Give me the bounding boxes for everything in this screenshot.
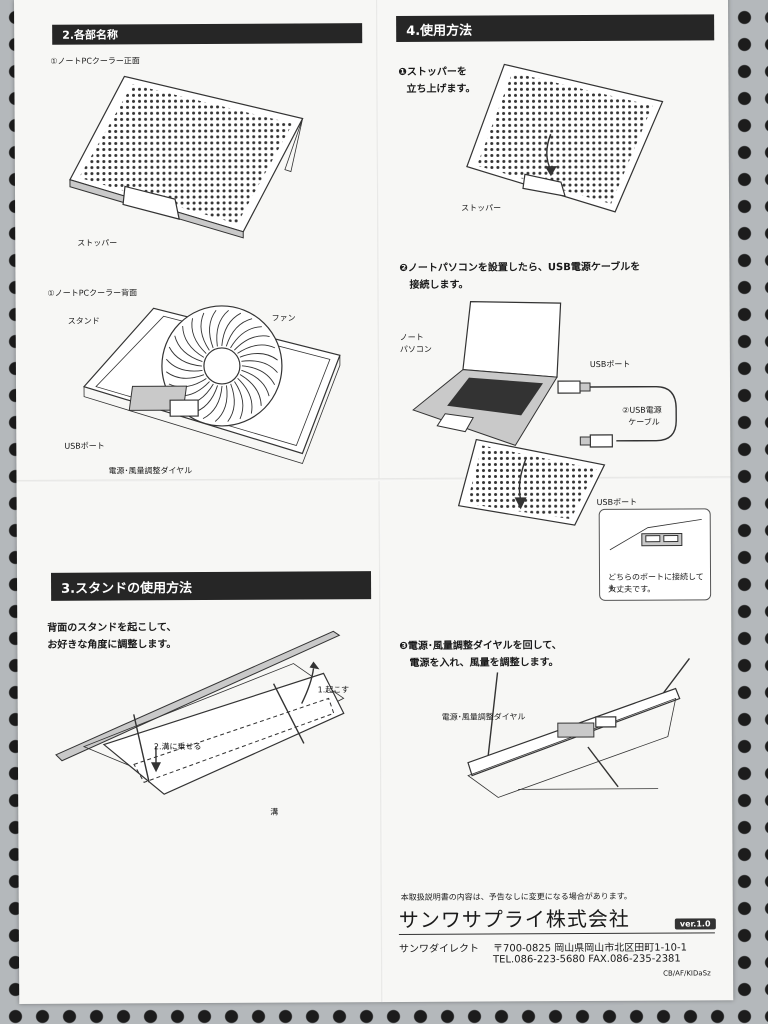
fan-blade [191, 318, 207, 354]
front-caption: ①ノートPCクーラー正面 [50, 56, 140, 66]
back-caption: ①ノートPCクーラー背面 [47, 288, 138, 298]
back-label-dial: 電源･風量調整ダイヤル [108, 466, 193, 476]
back-label-usb: USBポート [64, 441, 105, 451]
fan-blade [225, 318, 253, 347]
footer-direct: サンワダイレクト [398, 943, 480, 955]
stand-label-groove-place: 2.溝に乗せる [153, 742, 202, 752]
footer-tel-fax: TEL.086-223-5680 FAX.086-235-2381 [493, 953, 681, 966]
manual-sheet: 2.各部名称 ①ノートPCクーラー正面 ストッパー ①ノートPCクーラー背面 ス… [14, 0, 734, 1004]
cooler-back-illustration [82, 305, 341, 464]
step2-label-cable-1: ②USB電源 [622, 405, 662, 415]
fan-blade [233, 335, 270, 351]
back-label-stand: スタンド [67, 316, 100, 326]
fan-blade [168, 378, 207, 388]
fan-blade [165, 371, 205, 379]
step2-line2: 接続します。 [409, 279, 469, 291]
stand-label-groove: 溝 [270, 807, 279, 817]
step2-note-box: どちらのポートに接続しても 大丈夫です。 [598, 508, 712, 601]
footer-version-text: ver.1.0 [679, 919, 711, 929]
fan-blade [241, 365, 276, 386]
fan-blade [241, 369, 270, 397]
usb-ports-closeup [609, 519, 702, 551]
fan-blade [202, 385, 223, 420]
section2-header: 2.各部名称 [52, 23, 363, 45]
stand-label-raise: 1.起こす [317, 685, 350, 695]
step2-label-usbport2: USBポート [596, 497, 638, 507]
usb-cable-illustration [557, 380, 677, 448]
section2-title: 2.各部名称 [62, 28, 119, 42]
step1-label-stopper: ストッパー [461, 203, 502, 213]
step2-note-2: 大丈夫です。 [608, 584, 656, 594]
fold-line-vertical [375, 0, 384, 1003]
section4-title: 4.使用方法 [406, 23, 473, 39]
fan-blade [209, 309, 217, 349]
step2-label-notepc-1: ノート [399, 332, 424, 342]
fan-blade [182, 325, 205, 358]
fan-blade [239, 374, 262, 406]
footer-version: ver.1.0 [674, 918, 716, 930]
fan-blade [216, 309, 229, 347]
stand-usage-illustration [55, 630, 345, 795]
fan-blade [221, 312, 242, 346]
fan-blade [214, 385, 228, 422]
front-label-stopper: ストッパー [77, 238, 118, 248]
fan-blade [237, 344, 276, 354]
fan-blade [200, 312, 210, 351]
fan-blade [165, 358, 203, 372]
fan-icon [161, 305, 283, 427]
fold-line-horizontal [16, 476, 731, 483]
section3-title: 3.スタンドの使用方法 [61, 580, 193, 597]
step3-dial-illustration [467, 658, 691, 798]
fan-blade [239, 353, 278, 361]
step2-cooler-illustration [457, 438, 606, 526]
fan-blade [237, 377, 253, 414]
fan-blade [174, 335, 203, 362]
step3-line1: ❸電源･風量調整ダイヤルを回して、 [399, 640, 562, 652]
step1-illustration [466, 63, 664, 213]
step2-line1: ❷ノートパソコンを設置したら、USB電源ケーブルを [399, 261, 641, 274]
laptop-illustration [412, 301, 562, 446]
footer-code: CB/AF/KIDaSz [663, 969, 711, 978]
fan-blade [227, 383, 235, 422]
footer-notice: 本取扱説明書の内容は、予告なしに変更になる場合があります。 [400, 891, 632, 902]
cooler-front-illustration [69, 75, 304, 239]
back-label-fan: ファン [271, 313, 296, 323]
step1-line1: ❶ストッパーを [398, 66, 467, 78]
step2-label-usbport: USBポート [589, 359, 631, 369]
footer-company: サンワサプライ株式会社 [398, 906, 630, 932]
section4-header: 4.使用方法 [396, 14, 715, 42]
step2-label-notepc-2: パソコン [399, 344, 432, 354]
step3-label-dial: 電源･風量調整ダイヤル [441, 712, 526, 722]
section3-header: 3.スタンドの使用方法 [50, 571, 372, 601]
fan-blade [234, 381, 244, 420]
fan-blade [168, 346, 202, 367]
fan-blade [230, 326, 262, 349]
footer-address: 〒700-0825 岡山県岡山市北区田町1-10-1 [492, 942, 688, 955]
fan-blade [241, 360, 278, 373]
step2-label-cable-2: ケーブル [628, 417, 660, 427]
